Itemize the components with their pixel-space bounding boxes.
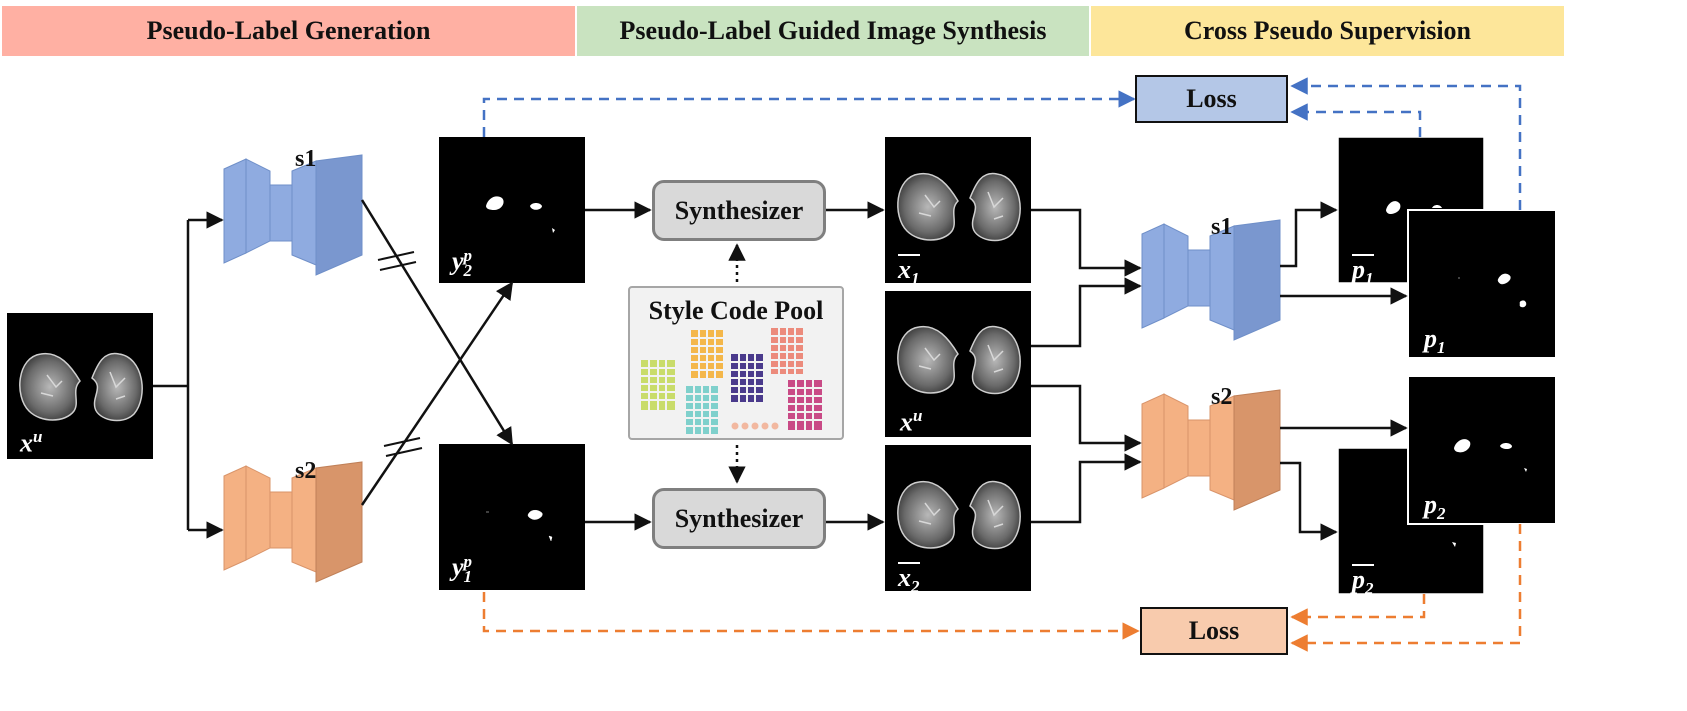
style-pool-title: Style Code Pool — [648, 296, 824, 325]
label-base: p — [1424, 324, 1437, 353]
label-p1-hat: p1 — [1352, 254, 1374, 287]
label-sup: p — [463, 246, 473, 265]
loss-top: Loss — [1135, 75, 1288, 123]
label-base: x — [898, 255, 911, 284]
label-input-xu: xu — [20, 428, 42, 457]
label-p1: p1 — [1424, 324, 1446, 358]
label-x1-hat: x1 — [898, 254, 920, 287]
label-p2: p2 — [1424, 490, 1446, 524]
header-label: Cross Pseudo Supervision — [1183, 16, 1472, 45]
arrows-black — [153, 199, 1408, 541]
label-p2-hat: p2 — [1352, 564, 1374, 597]
header-pseudo-label-generation: Pseudo-Label Generation — [2, 6, 575, 56]
stop-gradient-marks — [377, 251, 423, 457]
synthesizer-bottom: Synthesizer — [652, 488, 826, 549]
loss-label: Loss — [1188, 616, 1240, 645]
arrows-blue-dashed — [482, 77, 1522, 210]
y1p-image — [439, 444, 585, 590]
network-label-s1-right: s1 — [1211, 214, 1233, 240]
header-label: Pseudo-Label Guided Image Synthesis — [619, 16, 1047, 45]
header-label: Pseudo-Label Generation — [146, 16, 431, 45]
loss-bottom: Loss — [1140, 607, 1288, 655]
label-sub: 1 — [463, 567, 473, 587]
label-x2-hat: x2 — [898, 562, 920, 595]
label-base: p — [1352, 255, 1365, 284]
network-label-s2-right: s2 — [1211, 384, 1233, 410]
network-s1-right — [1141, 219, 1281, 341]
label-sub: 1 — [1437, 338, 1446, 358]
network-s2-left — [223, 461, 363, 583]
label-sub: 2 — [911, 577, 920, 597]
network-label-s2-left: s2 — [295, 458, 317, 484]
label-sub: 1 — [911, 269, 920, 289]
label-base: y — [452, 552, 464, 582]
label-xu-mid: xu — [900, 407, 922, 436]
label-sub: 2 — [463, 261, 473, 281]
network-label-s1-left: s1 — [295, 146, 317, 172]
synthesizer-top: Synthesizer — [652, 180, 826, 241]
network-s1-left — [223, 154, 363, 276]
label-base: p — [1424, 490, 1437, 519]
label-base: p — [1352, 565, 1365, 594]
label-sub: 2 — [1437, 504, 1446, 524]
y2p-image — [439, 137, 585, 283]
synthesizer-label: Synthesizer — [674, 195, 804, 225]
network-s2-right — [1141, 389, 1281, 511]
header-cross-pseudo-supervision: Cross Pseudo Supervision — [1091, 6, 1564, 56]
label-sub: 2 — [1365, 579, 1374, 599]
label-base: x — [898, 563, 911, 592]
p2-image — [1407, 375, 1557, 525]
arrows-orange-dashed — [482, 524, 1522, 652]
loss-label: Loss — [1186, 84, 1237, 113]
label-sup: p — [463, 552, 473, 571]
label-sup: u — [33, 427, 43, 446]
label-base: x — [20, 428, 33, 458]
label-base: y — [452, 246, 464, 276]
p1-image — [1407, 209, 1557, 359]
label-sup: u — [913, 406, 923, 425]
synthesizer-label: Synthesizer — [674, 503, 804, 533]
label-sub: 1 — [1365, 269, 1374, 289]
header-image-synthesis: Pseudo-Label Guided Image Synthesis — [577, 6, 1089, 56]
label-base: x — [900, 407, 913, 437]
